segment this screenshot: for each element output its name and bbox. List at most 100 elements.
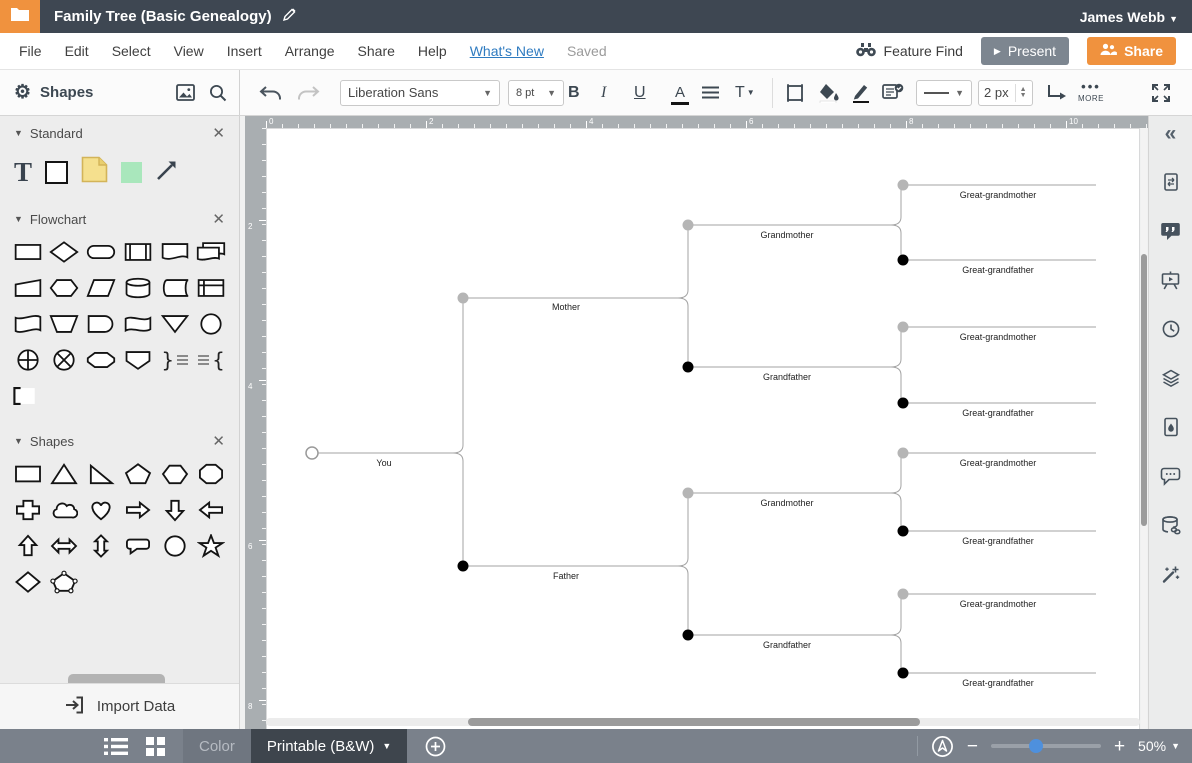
label-you[interactable]: You xyxy=(376,458,392,468)
node-great-grandfather[interactable] xyxy=(897,397,909,409)
shape-predefined-process[interactable] xyxy=(120,238,155,266)
menu-share[interactable]: Share xyxy=(357,43,395,59)
node-great-grandmother[interactable] xyxy=(897,179,909,191)
menu-help[interactable]: Help xyxy=(417,43,447,59)
page-style-icon[interactable] xyxy=(1160,416,1182,438)
zoom-level-select[interactable]: 50%▼ xyxy=(1138,738,1180,754)
shape-multiple-documents[interactable] xyxy=(194,238,229,266)
menu-edit[interactable]: Edit xyxy=(64,43,89,59)
vertical-scrollbar-thumb[interactable] xyxy=(1141,254,1147,526)
zoom-out-button[interactable]: − xyxy=(966,735,978,757)
shape-manual-operation[interactable] xyxy=(47,310,82,338)
gear-icon[interactable]: ⚙ xyxy=(14,82,32,103)
shape-arrow-horizontal[interactable] xyxy=(47,532,82,560)
shape-data-button[interactable] xyxy=(882,70,904,115)
shape-connector[interactable] xyxy=(194,310,229,338)
line-style-select[interactable]: ▼ xyxy=(916,79,972,106)
collapse-panel-icon[interactable]: « xyxy=(1164,121,1177,145)
horizontal-scrollbar-thumb[interactable] xyxy=(468,718,920,726)
node-great-grandmother[interactable] xyxy=(897,447,909,459)
label-great-grandmother[interactable]: Great-grandmother xyxy=(959,599,1037,609)
shape-arrow[interactable] xyxy=(155,158,179,187)
label-great-grandfather[interactable]: Great-grandfather xyxy=(962,536,1034,546)
shape-text-bracket[interactable] xyxy=(10,382,45,410)
shape-document[interactable] xyxy=(157,238,192,266)
magic-wand-icon[interactable] xyxy=(1160,563,1182,585)
shape-arrow-vertical[interactable] xyxy=(84,532,119,560)
connector-type-button[interactable] xyxy=(1044,70,1068,115)
node-mother[interactable] xyxy=(457,292,469,304)
label-grandfather[interactable]: Grandfather xyxy=(762,640,812,650)
italic-button[interactable]: I xyxy=(601,83,607,101)
whats-new-link[interactable]: What's New xyxy=(469,43,544,59)
label-great-grandfather[interactable]: Great-grandfather xyxy=(962,265,1034,275)
feature-find-button[interactable]: Feature Find xyxy=(855,42,963,60)
shape-preparation[interactable] xyxy=(47,274,82,302)
menu-arrange[interactable]: Arrange xyxy=(284,43,335,59)
panel-scroll-handle[interactable] xyxy=(68,674,165,683)
tab-printable[interactable]: Printable (B&W)▼ xyxy=(250,729,408,763)
shape-right-triangle[interactable] xyxy=(84,460,119,488)
shape-arrow-down[interactable] xyxy=(157,496,192,524)
chat-icon[interactable] xyxy=(1160,465,1182,487)
shape-rectangle[interactable] xyxy=(10,460,45,488)
shape-database[interactable] xyxy=(120,274,155,302)
zoom-in-button[interactable]: + xyxy=(1113,735,1126,757)
shape-display[interactable] xyxy=(10,310,45,338)
menu-view[interactable]: View xyxy=(173,43,204,59)
more-button[interactable]: •••MORE xyxy=(1078,78,1104,104)
add-page-icon[interactable] xyxy=(425,736,446,757)
shape-rectangle[interactable] xyxy=(45,160,69,184)
node-father[interactable] xyxy=(457,560,469,572)
shape-loop-limit[interactable] xyxy=(84,346,119,374)
shape-diamond[interactable] xyxy=(10,568,45,596)
shape-octagon[interactable] xyxy=(194,460,229,488)
shape-process[interactable] xyxy=(10,238,45,266)
close-icon[interactable]: ✕ xyxy=(212,433,225,450)
label-great-grandfather[interactable]: Great-grandfather xyxy=(962,408,1034,418)
data-linking-icon[interactable] xyxy=(1160,514,1182,536)
label-father[interactable]: Father xyxy=(552,571,579,581)
label-grandmother[interactable]: Grandmother xyxy=(760,230,814,240)
comments-icon[interactable] xyxy=(1160,220,1182,242)
shape-merge[interactable] xyxy=(157,310,192,338)
label-great-grandfather[interactable]: Great-grandfather xyxy=(962,678,1034,688)
shape-star[interactable] xyxy=(194,532,229,560)
shape-triangle[interactable] xyxy=(47,460,82,488)
font-family-select[interactable]: Liberation Sans▼ xyxy=(340,79,500,106)
section-shapes[interactable]: ▼ Shapes ✕ xyxy=(0,424,239,458)
shape-manual-input[interactable] xyxy=(10,274,45,302)
shape-polygon[interactable] xyxy=(47,568,82,596)
line-color-button[interactable] xyxy=(851,70,871,115)
page-list-icon[interactable] xyxy=(104,737,128,755)
shape-delay[interactable] xyxy=(84,310,119,338)
page-settings-icon[interactable] xyxy=(1160,171,1182,193)
shape-data[interactable] xyxy=(84,274,119,302)
menu-insert[interactable]: Insert xyxy=(226,43,262,59)
layers-icon[interactable] xyxy=(1160,367,1182,389)
shape-callout[interactable] xyxy=(120,532,155,560)
node-grandfather[interactable] xyxy=(682,629,694,641)
label-grandmother[interactable]: Grandmother xyxy=(760,498,814,508)
node-grandmother[interactable] xyxy=(682,487,694,499)
shape-off-page-connector[interactable] xyxy=(120,346,155,374)
present-button[interactable]: ▶Present xyxy=(980,37,1070,65)
font-color-button[interactable]: A xyxy=(667,84,693,105)
line-width-stepper[interactable]: 2 px▲▼ xyxy=(978,79,1033,106)
search-icon[interactable] xyxy=(209,84,227,102)
label-mother[interactable]: Mother xyxy=(551,302,580,312)
zoom-slider[interactable] xyxy=(990,739,1101,753)
label-great-grandmother[interactable]: Great-grandmother xyxy=(959,190,1037,200)
bold-button[interactable]: B xyxy=(568,83,580,101)
underline-button[interactable]: U xyxy=(634,83,646,101)
shape-or-junction[interactable] xyxy=(10,346,45,374)
undo-button[interactable] xyxy=(259,70,283,115)
node-great-grandmother[interactable] xyxy=(897,321,909,333)
fit-to-screen-icon[interactable] xyxy=(931,735,954,758)
section-standard[interactable]: ▼ Standard ✕ xyxy=(0,116,239,150)
home-button[interactable] xyxy=(0,0,40,33)
shape-cross[interactable] xyxy=(10,496,45,524)
text-options-button[interactable]: T▼ xyxy=(735,83,755,101)
shape-internal-storage[interactable] xyxy=(194,274,229,302)
section-flowchart[interactable]: ▼ Flowchart ✕ xyxy=(0,202,239,236)
